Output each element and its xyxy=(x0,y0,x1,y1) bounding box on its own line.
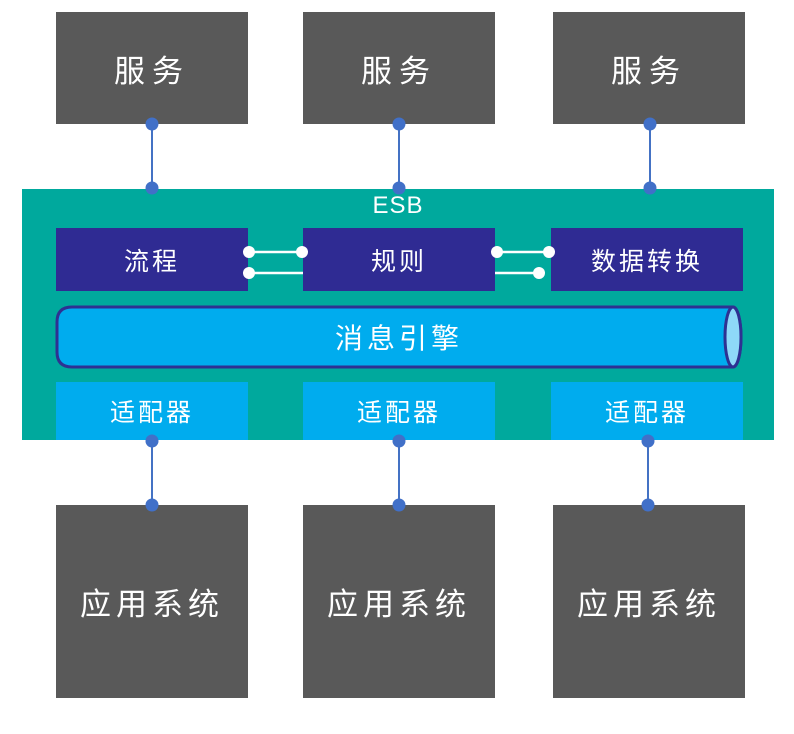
module-label-data-transform: 数据转换 xyxy=(590,247,703,276)
service-box-1: 服务 xyxy=(56,12,248,124)
message-engine-label: 消息引擎 xyxy=(334,323,463,354)
module-box-process: 流程 xyxy=(56,228,248,291)
connector-service-3 xyxy=(643,117,657,195)
service-label-2: 服务 xyxy=(361,53,437,89)
application-label-2: 应用系统 xyxy=(327,587,471,622)
adapter-label-3: 适配器 xyxy=(604,399,689,427)
adapter-label-1: 适配器 xyxy=(109,399,194,427)
application-box-2: 应用系统 xyxy=(303,505,495,698)
adapter-box-3: 适配器 xyxy=(551,382,743,440)
service-box-2: 服务 xyxy=(303,12,495,124)
service-box-3: 服务 xyxy=(553,12,745,124)
application-label-1: 应用系统 xyxy=(80,587,224,622)
connector-application-1 xyxy=(145,434,159,512)
connector-application-3 xyxy=(641,434,655,512)
esb-title: ESB xyxy=(372,192,424,219)
module-box-rules: 规则 xyxy=(303,228,495,291)
service-label-3: 服务 xyxy=(611,53,687,89)
service-label-1: 服务 xyxy=(114,53,190,89)
module-box-data-transform: 数据转换 xyxy=(551,228,743,291)
module-label-process: 流程 xyxy=(123,247,180,276)
application-box-3: 应用系统 xyxy=(553,505,745,698)
adapter-label-2: 适配器 xyxy=(356,399,441,427)
connector-service-2 xyxy=(392,117,406,195)
connector-service-1 xyxy=(145,117,159,195)
application-box-1: 应用系统 xyxy=(56,505,248,698)
adapter-box-2: 适配器 xyxy=(303,382,495,440)
application-label-3: 应用系统 xyxy=(577,587,721,622)
connector-application-2 xyxy=(392,434,406,512)
module-label-rules: 规则 xyxy=(370,247,427,276)
adapter-box-1: 适配器 xyxy=(56,382,248,440)
